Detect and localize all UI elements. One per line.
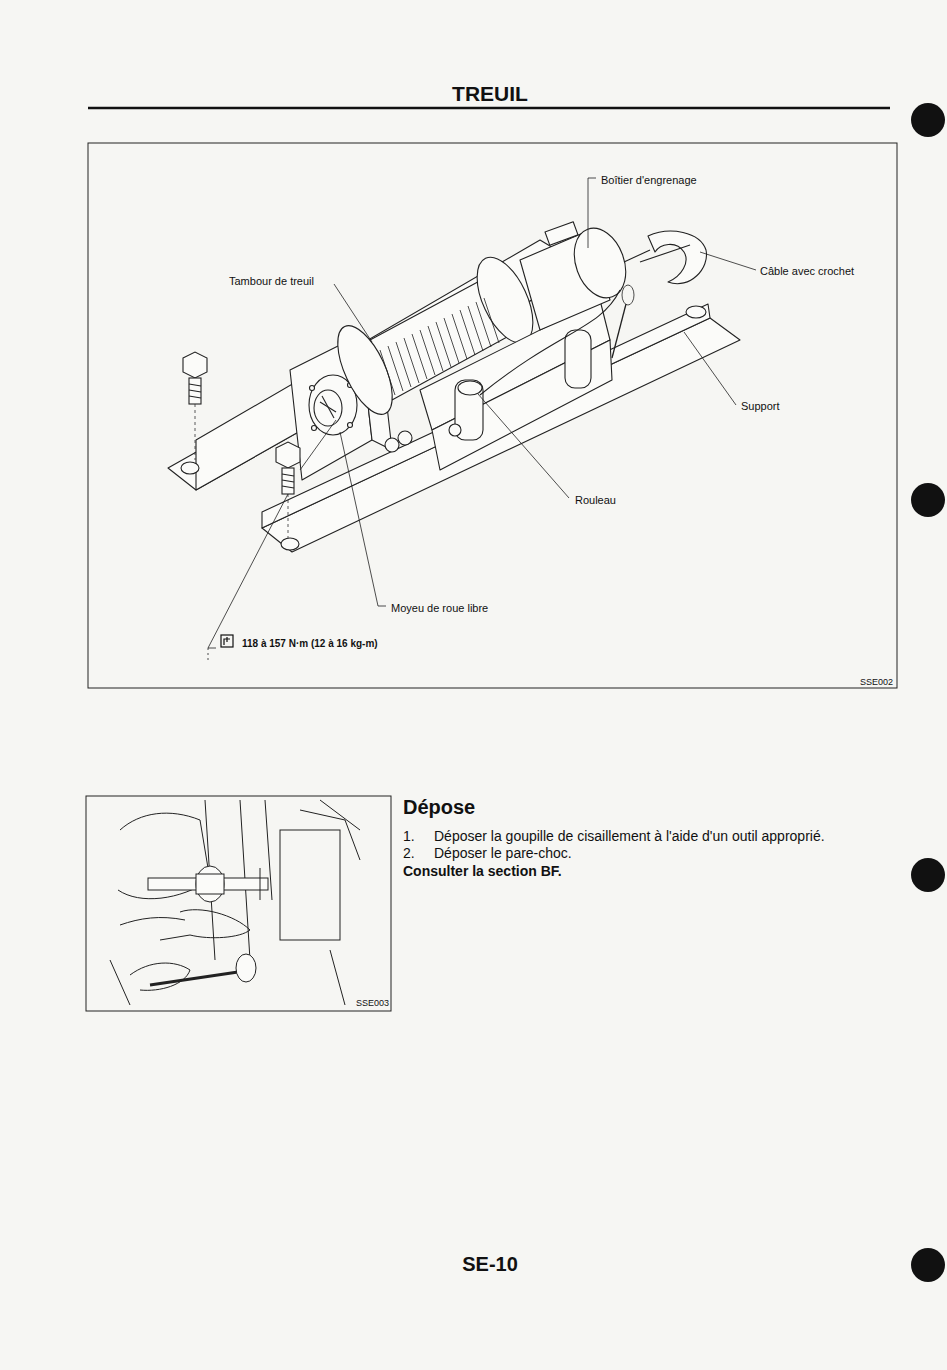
part-label: Câble avec crochet — [760, 265, 854, 278]
cable-wraps-part — [622, 285, 634, 305]
winch-illustration-part — [640, 245, 690, 262]
binder-hole-part — [911, 483, 945, 517]
dashed-fastener-axis-part — [195, 404, 196, 460]
part-label: Tambour de treuil — [229, 275, 314, 288]
part-label: Moyeu de roue libre — [391, 602, 488, 615]
removal-illustration-part — [110, 950, 345, 1005]
bolt-part — [189, 378, 201, 404]
removal-illustration-part — [150, 972, 238, 985]
winch-illustration-part — [398, 431, 412, 445]
winch-illustration-part — [181, 462, 199, 474]
leader-line-part — [700, 252, 756, 270]
bolt-part — [189, 396, 201, 398]
winch-illustration-part — [327, 318, 404, 422]
figure-code: SSE003 — [356, 998, 389, 1008]
figure-frame — [86, 143, 897, 1011]
removal-illustration-part — [196, 866, 224, 902]
removal-illustration-part — [280, 830, 340, 940]
torque-symbol — [221, 635, 233, 647]
leader-line-part — [208, 494, 288, 648]
leader-line-part — [334, 284, 372, 342]
winch-illustration-part — [565, 330, 591, 388]
heading-rule-part — [88, 107, 890, 110]
binder-hole-part — [911, 858, 945, 892]
bolt-part — [276, 442, 300, 468]
bolt-part — [282, 480, 294, 482]
winch-illustration-part — [458, 381, 482, 395]
leader-line-part — [340, 432, 386, 606]
winch-illustration-part — [314, 390, 342, 426]
page-number: SE-10 — [462, 1253, 518, 1276]
winch-illustration-part — [545, 222, 578, 245]
step-text: Déposer le pare-choc. — [434, 845, 572, 861]
figure-frame-part — [88, 143, 897, 688]
removal-illustration — [110, 800, 360, 1005]
step-text: Déposer la goupille de cisaillement à l'… — [434, 828, 825, 844]
figure-code: SSE002 — [860, 677, 893, 687]
bolt-part — [282, 468, 294, 494]
torque-symbol-part — [221, 635, 233, 647]
leader-line-part — [208, 648, 209, 662]
winch-illustration-part — [322, 396, 334, 418]
cable-wraps-part — [480, 290, 620, 395]
torque-spec: 118 à 157 N·m (12 à 16 kg-m) — [242, 638, 378, 650]
bolt-part — [183, 352, 207, 378]
bolt-part — [189, 384, 201, 386]
part-label: Boîtier d'engrenage — [601, 174, 697, 187]
torque-symbol-part — [224, 637, 230, 645]
winch-illustration-part — [686, 306, 706, 318]
winch-illustration-part — [310, 386, 315, 391]
bolt — [183, 352, 300, 494]
winch-illustration-part — [312, 426, 317, 431]
part-label: Support — [741, 400, 780, 413]
cable-wraps-part — [612, 304, 626, 358]
step-number: 2. — [403, 845, 415, 861]
winch-illustration-part — [348, 423, 353, 428]
bolt-part — [189, 390, 201, 392]
removal-illustration-part — [236, 954, 256, 982]
reference-note: Consulter la section BF. — [403, 863, 562, 879]
removal-illustration-part — [300, 800, 360, 860]
bolt-part — [282, 474, 294, 476]
binder-hole-part — [911, 103, 945, 137]
removal-illustration-part — [120, 918, 185, 925]
leader-line-part — [300, 420, 336, 470]
dashed-fastener-axis-part — [288, 494, 289, 538]
leader-line — [208, 178, 756, 662]
dashed-fastener-axis — [195, 404, 288, 538]
removal-illustration-part — [160, 910, 250, 940]
winch-illustration-part — [624, 231, 707, 284]
figure-frame-part — [86, 796, 391, 1011]
step-number: 1. — [403, 828, 415, 844]
binder-hole-part — [911, 1248, 945, 1282]
bolt-part — [282, 486, 294, 488]
leader-line-part — [684, 332, 736, 405]
removal-illustration-part — [130, 963, 190, 990]
removal-illustration-part — [196, 874, 224, 894]
cable-wraps-part — [380, 298, 499, 395]
leader-line-part — [478, 394, 569, 498]
binder-hole — [911, 103, 945, 1282]
cable-wraps — [380, 285, 634, 395]
section-heading: Dépose — [403, 796, 475, 819]
part-label: Rouleau — [575, 494, 616, 507]
leader-line-part — [588, 178, 596, 248]
removal-illustration-part — [260, 868, 261, 900]
winch-illustration — [168, 221, 740, 552]
winch-illustration-part — [281, 538, 299, 550]
winch-illustration-part — [385, 438, 399, 452]
page-title: TREUIL — [452, 82, 528, 106]
heading-rule — [88, 108, 890, 109]
winch-illustration-part — [449, 424, 461, 436]
